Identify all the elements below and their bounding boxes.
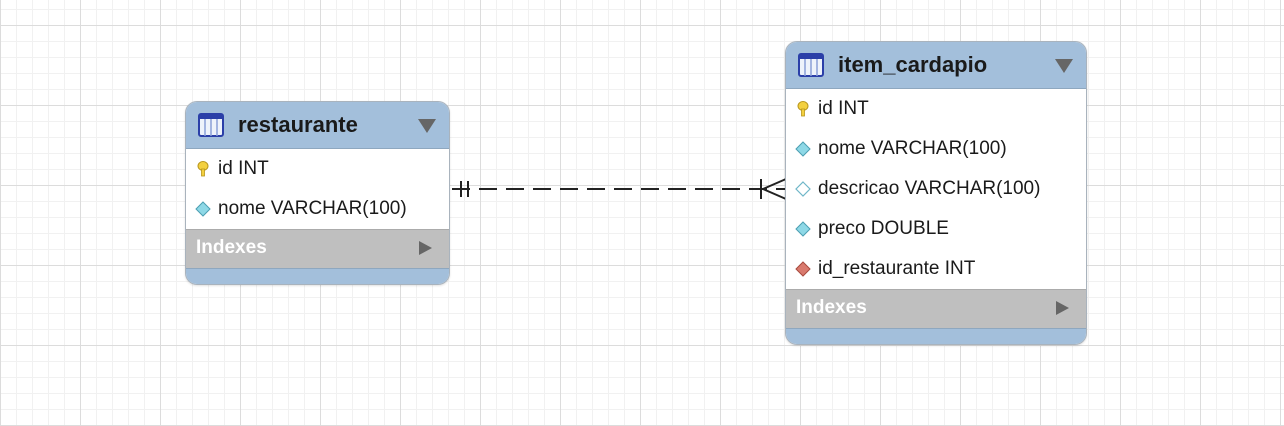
collapse-arrow-icon[interactable] bbox=[1054, 58, 1074, 74]
foreign-key-icon bbox=[795, 261, 811, 277]
table-name: restaurante bbox=[238, 112, 358, 137]
indexes-section[interactable]: Indexes bbox=[786, 289, 1086, 328]
table-name: item_cardapio bbox=[838, 52, 988, 77]
column-label: id INT bbox=[818, 98, 869, 119]
column-label: id_restaurante INT bbox=[818, 258, 976, 279]
table-footer bbox=[786, 328, 1086, 344]
table-header[interactable]: restaurante bbox=[186, 102, 449, 149]
expand-arrow-icon[interactable] bbox=[1054, 300, 1070, 316]
expand-arrow-icon[interactable] bbox=[417, 240, 433, 256]
column-row[interactable]: nome VARCHAR(100) bbox=[186, 189, 449, 229]
table-item-cardapio[interactable]: item_cardapio id INT nome VARCHAR(100) d… bbox=[785, 41, 1087, 345]
column-row[interactable]: id INT bbox=[186, 149, 449, 189]
column-label: descricao VARCHAR(100) bbox=[818, 178, 1041, 199]
indexes-section[interactable]: Indexes bbox=[186, 229, 449, 268]
column-row[interactable]: id INT bbox=[786, 89, 1086, 129]
column-label: nome VARCHAR(100) bbox=[218, 198, 407, 219]
column-icon bbox=[195, 201, 211, 217]
indexes-label: Indexes bbox=[796, 297, 867, 318]
table-header[interactable]: item_cardapio bbox=[786, 42, 1086, 89]
column-row[interactable]: descricao VARCHAR(100) bbox=[786, 169, 1086, 209]
column-icon bbox=[795, 141, 811, 157]
column-label: id INT bbox=[218, 158, 269, 179]
collapse-arrow-icon[interactable] bbox=[417, 118, 437, 134]
table-icon bbox=[798, 53, 824, 77]
primary-key-icon bbox=[797, 101, 809, 117]
column-row[interactable]: nome VARCHAR(100) bbox=[786, 129, 1086, 169]
column-label: preco DOUBLE bbox=[818, 218, 949, 239]
nullable-column-icon bbox=[795, 181, 811, 197]
primary-key-icon bbox=[197, 161, 209, 177]
indexes-label: Indexes bbox=[196, 237, 267, 258]
table-icon bbox=[198, 113, 224, 137]
table-footer bbox=[186, 268, 449, 284]
column-row[interactable]: id_restaurante INT bbox=[786, 249, 1086, 289]
column-row[interactable]: preco DOUBLE bbox=[786, 209, 1086, 249]
crows-foot-icon bbox=[760, 178, 787, 200]
column-icon bbox=[795, 221, 811, 237]
table-restaurante[interactable]: restaurante id INT nome VARCHAR(100) Ind… bbox=[185, 101, 450, 285]
column-label: nome VARCHAR(100) bbox=[818, 138, 1007, 159]
